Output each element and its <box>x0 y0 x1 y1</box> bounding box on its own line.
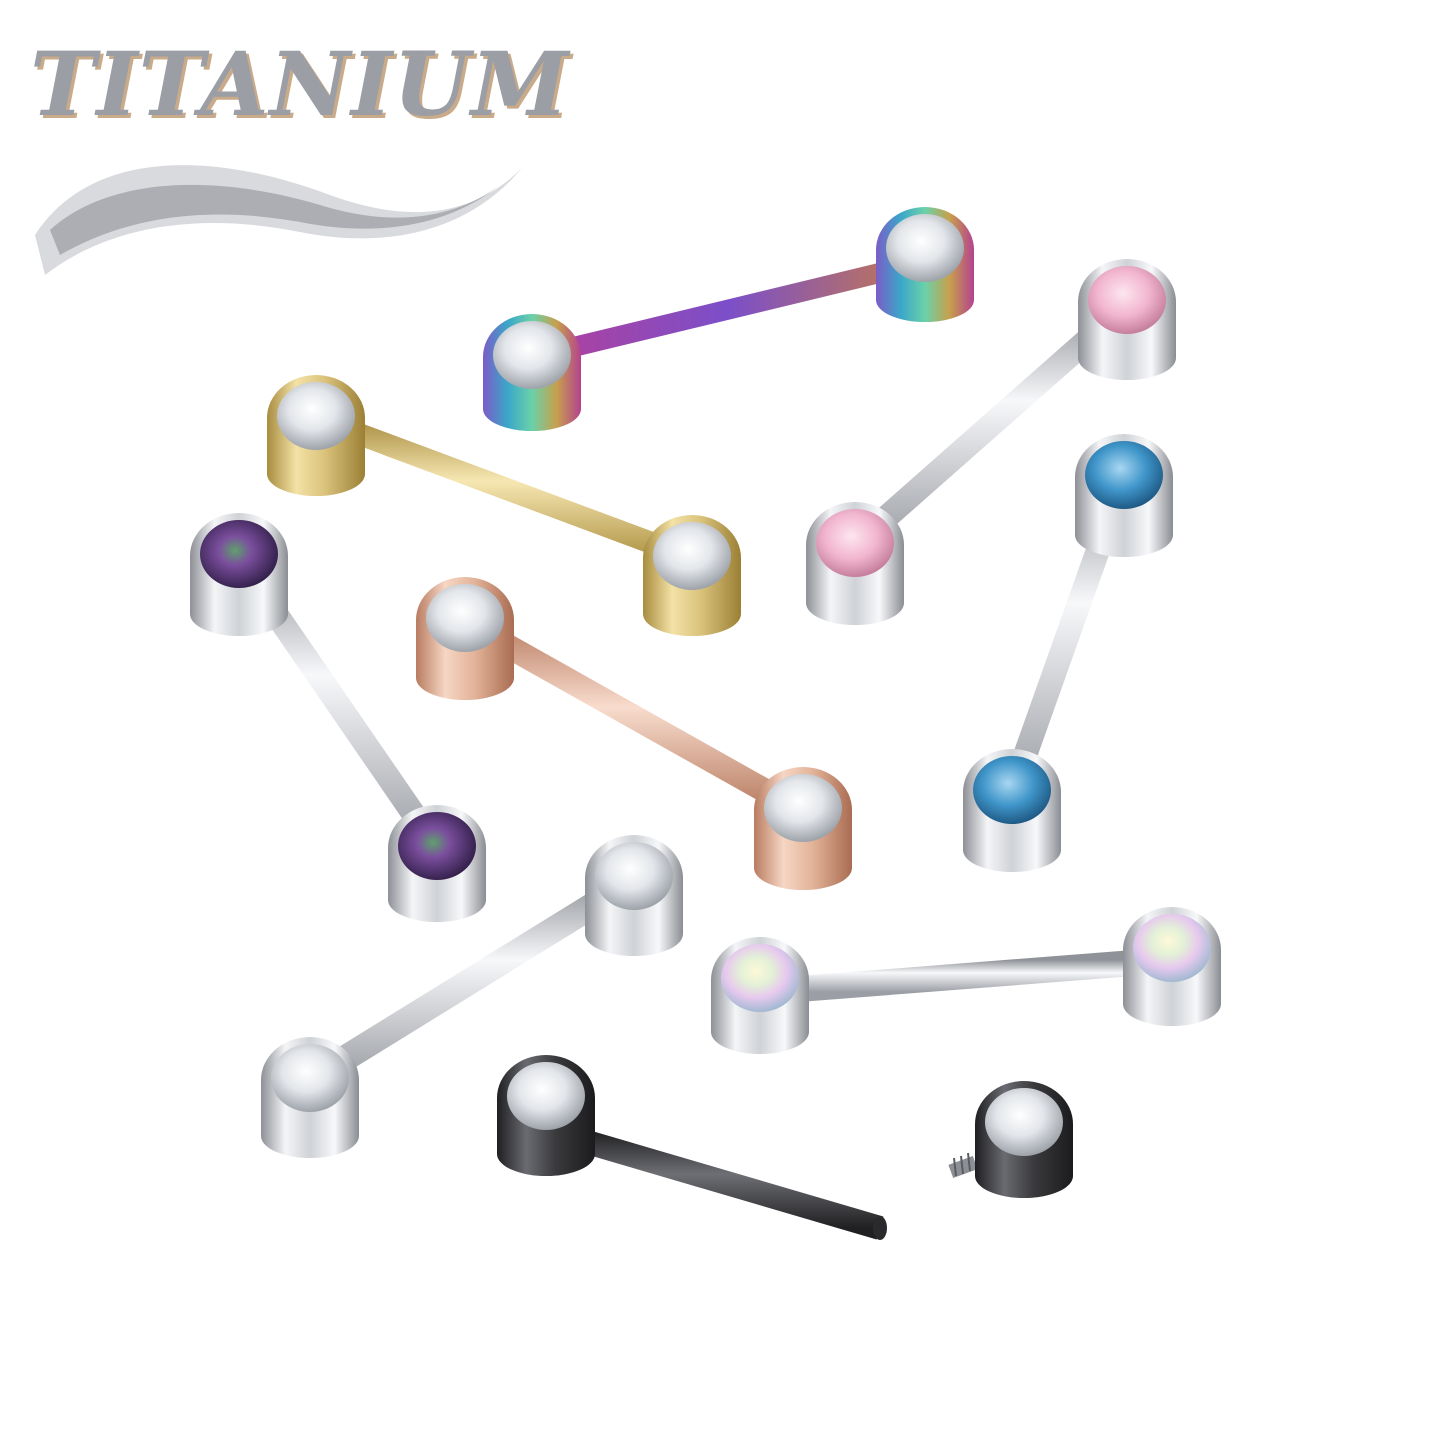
steel-clear-barbell <box>261 835 683 1158</box>
steel-ball-bottom <box>261 1037 359 1158</box>
gold-barbell <box>267 375 741 636</box>
rainbow-barbell <box>483 207 974 431</box>
loose-end <box>948 1081 1073 1198</box>
gold-ball-left <box>267 375 365 496</box>
purple-barbell <box>190 513 486 922</box>
rose-ball-bottom <box>754 767 852 890</box>
rose-ball-top <box>416 577 514 700</box>
pink-barbell <box>806 259 1176 625</box>
pink-ball-bottom <box>806 502 904 625</box>
rainbow-ball-right <box>876 207 974 322</box>
pink-ball-top <box>1078 259 1176 380</box>
gold-ball-right <box>643 515 741 636</box>
aurora-ball-right <box>1123 907 1221 1026</box>
aqua-ball-top <box>1075 434 1173 557</box>
aurora-barbell <box>711 907 1221 1054</box>
aqua-barbell <box>963 434 1173 872</box>
rainbow-ball-left <box>483 314 581 431</box>
purple-ball-top <box>190 513 288 636</box>
thread-pin <box>948 1152 978 1179</box>
aurora-ball-left <box>711 937 809 1054</box>
glitter-swoosh <box>35 165 522 275</box>
brand-title: TITANIUM <box>30 32 570 136</box>
aqua-ball-bottom <box>963 749 1061 872</box>
steel-ball-top <box>585 835 683 956</box>
black-ball <box>497 1055 595 1176</box>
black-barbell <box>497 1055 887 1240</box>
purple-ball-bottom <box>388 805 486 922</box>
rose-gold-barbell <box>416 577 852 890</box>
